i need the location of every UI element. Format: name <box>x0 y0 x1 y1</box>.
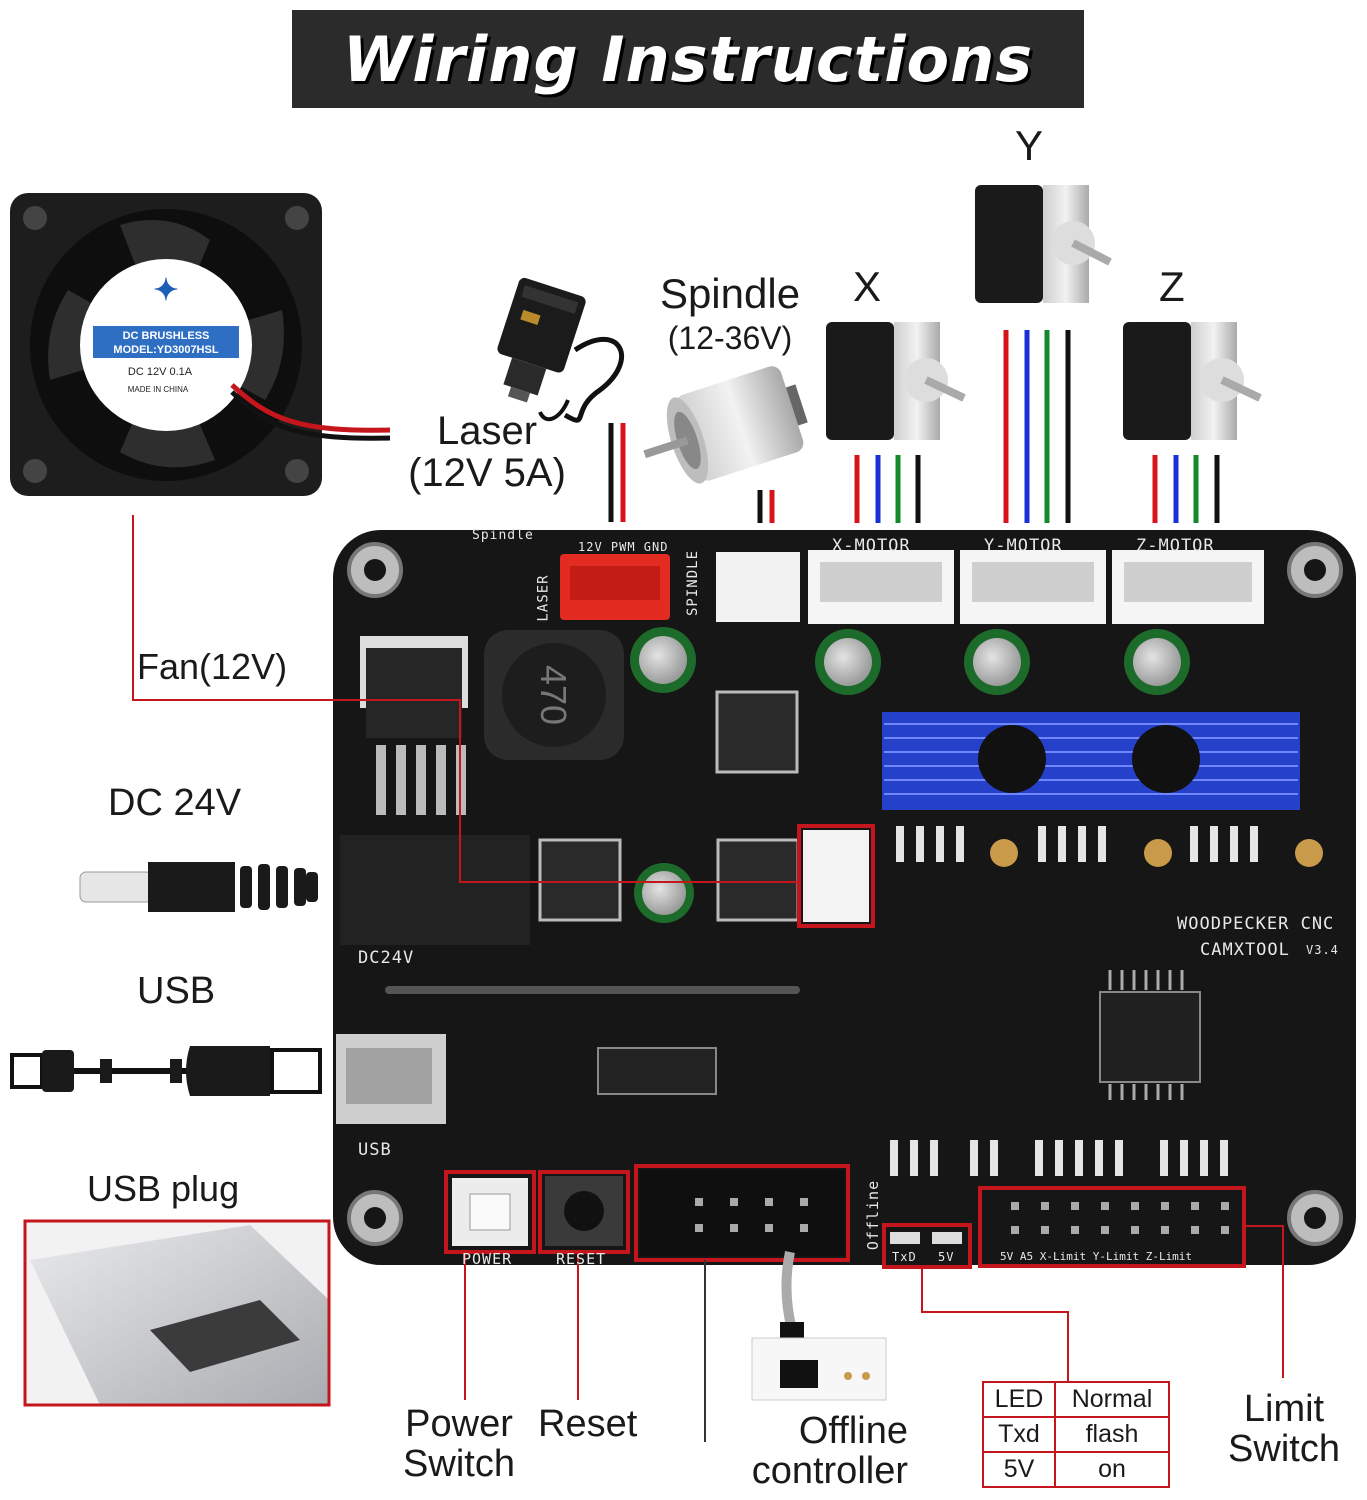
svg-text:✦: ✦ <box>153 274 178 307</box>
motor-x-label: X <box>853 263 882 310</box>
led-table-header-normal: Normal <box>1054 1381 1170 1418</box>
dc-plug-icon <box>79 862 318 912</box>
silk-txd: TxD <box>892 1250 917 1264</box>
led-status-table: LED Normal Txd flash 5V on <box>982 1381 1170 1488</box>
spindle-label: Spindle (12-36V) <box>650 270 810 357</box>
limit-switch-line2: Switch <box>1228 1427 1340 1470</box>
silk-y-motor: Y-MOTOR <box>984 536 1063 556</box>
limit-switch-label: Limit Switch <box>1222 1388 1346 1470</box>
fan-brand-text: DC BRUSHLESS <box>123 330 210 342</box>
led-table-row-5v-state: on <box>1054 1451 1170 1488</box>
silk-usb: USB <box>358 1140 392 1160</box>
fan-model-text: MODEL:YD3007HSL <box>113 344 218 356</box>
spindle-label-line1: Spindle <box>659 270 801 317</box>
motor-z-label: Z <box>1159 263 1185 310</box>
offline-controller-icon <box>751 1250 887 1401</box>
usb-cable-icon <box>10 1046 322 1096</box>
pcb-board: 470 <box>333 530 1356 1269</box>
silk-version: V3.4 <box>1306 943 1339 957</box>
title-text: Wiring Instructions <box>342 22 1034 96</box>
silk-offline: Offline <box>864 1179 883 1251</box>
silk-spindle-vertical: SPINDLE <box>685 549 702 617</box>
silk-limit-pins: 5V A5 X-Limit Y-Limit Z-Limit <box>1000 1250 1193 1263</box>
silk-dc24v: DC24V <box>358 948 415 968</box>
offline-controller-label: Offline controller <box>740 1410 908 1492</box>
y-motor-wires <box>1003 330 1071 523</box>
fan-label: Fan(12V) <box>137 646 288 687</box>
stepper-motor-x-icon <box>826 322 966 440</box>
silk-power: POWER <box>462 1250 513 1268</box>
silk-reset: RESET <box>556 1250 607 1268</box>
power-switch-line1: Power <box>405 1403 513 1445</box>
silk-laser-pins: 12V PWM GND <box>578 540 669 554</box>
led-table-row-txd-state: flash <box>1054 1416 1170 1453</box>
x-motor-wires <box>854 455 921 523</box>
led-table-header-led: LED <box>982 1381 1056 1418</box>
silk-laser: LASER <box>535 574 552 622</box>
power-switch-label: Power Switch <box>398 1403 520 1485</box>
motor-y-label: Y <box>1015 122 1044 169</box>
laser-label-line1: Laser <box>436 409 538 453</box>
laser-label: Laser (12V 5A) <box>392 410 582 494</box>
stepper-motor-y-icon <box>975 185 1112 303</box>
laser-module-icon <box>497 277 625 423</box>
laser-label-line2: (12V 5A) <box>408 451 566 495</box>
usb-label: USB <box>137 970 216 1012</box>
led-table-row: Txd flash <box>982 1416 1170 1453</box>
spindle-wires <box>757 490 775 523</box>
dc-label: DC 24V <box>108 782 242 824</box>
fan-made-text: MADE IN CHINA <box>128 385 189 394</box>
led-table-row-5v: 5V <box>982 1451 1056 1488</box>
led-table-header: LED Normal <box>982 1381 1170 1418</box>
silk-brand2: CAMXTOOL <box>1200 940 1290 960</box>
usb-plug-label: USB plug <box>87 1168 240 1209</box>
offline-controller-line1: Offline <box>798 1410 908 1452</box>
limit-switch-line1: Limit <box>1243 1388 1325 1430</box>
silk-x-motor: X-MOTOR <box>832 536 911 556</box>
fan-icon: ✦ DC BRUSHLESS MODEL:YD3007HSL DC 12V 0.… <box>10 193 391 496</box>
laser-wires <box>608 423 626 522</box>
silk-brand1: WOODPECKER CNC <box>1177 914 1335 934</box>
silk-z-motor: Z-MOTOR <box>1136 536 1215 556</box>
fan-rating-text: DC 12V 0.1A <box>128 366 193 378</box>
led-table-row-txd: Txd <box>982 1416 1056 1453</box>
led-table-row: 5V on <box>982 1451 1170 1488</box>
stepper-motor-z-icon <box>1123 322 1262 440</box>
power-switch-line2: Switch <box>403 1442 515 1485</box>
silk-5v: 5V <box>938 1250 955 1264</box>
silk-spindle: Spindle <box>472 528 534 543</box>
inductor-label: 470 <box>533 665 574 725</box>
spindle-label-line2: (12-36V) <box>667 320 793 357</box>
offline-controller-line2: controller <box>751 1449 908 1492</box>
reset-label: Reset <box>538 1403 638 1445</box>
z-motor-wires <box>1152 455 1220 523</box>
spindle-motor-icon <box>643 366 808 484</box>
leader-lines <box>132 515 1284 1442</box>
title-banner: Wiring Instructions <box>292 10 1084 108</box>
laptop-icon <box>23 1219 331 1407</box>
